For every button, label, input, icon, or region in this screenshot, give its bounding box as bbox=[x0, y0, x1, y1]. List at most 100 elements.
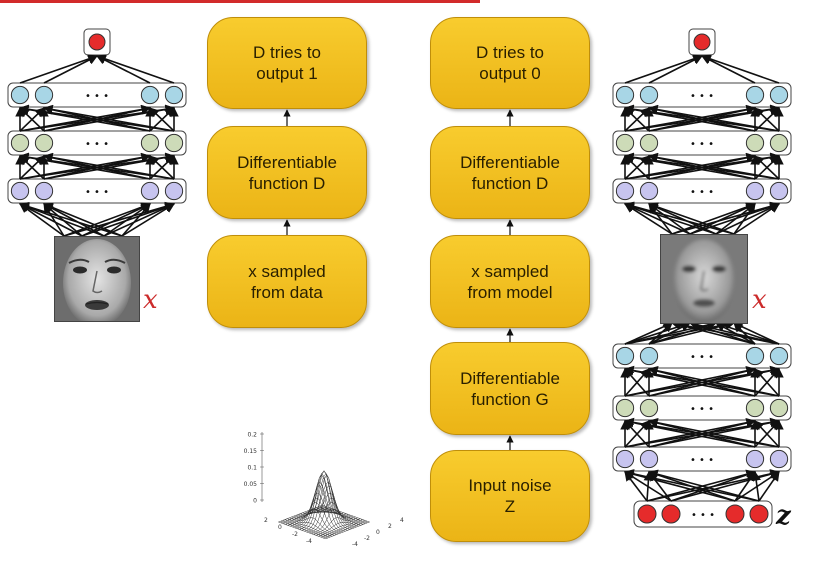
y-tick-label: 2 bbox=[264, 517, 268, 524]
output-neuron bbox=[693, 33, 711, 51]
d-output-1-label: D tries to output 1 bbox=[252, 43, 322, 83]
neuron bbox=[164, 85, 184, 105]
hidden-layer-2: • • • bbox=[7, 130, 187, 156]
layer-connections bbox=[15, 152, 179, 180]
layer-ellipsis: • • • bbox=[85, 139, 109, 150]
differentiable-d-real-box: Differentiable function D bbox=[207, 126, 367, 219]
neuron bbox=[769, 449, 789, 469]
neuron bbox=[164, 133, 184, 153]
mesh-line bbox=[320, 520, 365, 538]
connection-arrow bbox=[648, 322, 673, 345]
connection-arrow bbox=[671, 202, 756, 235]
input-noise-box: Input noise Z bbox=[430, 450, 590, 542]
y-tick-label: 0 bbox=[278, 524, 282, 531]
x-from-model-box: x sampled from model bbox=[430, 235, 590, 328]
connection-arrow bbox=[624, 54, 703, 84]
layer-connections bbox=[620, 152, 784, 180]
neuron bbox=[639, 181, 659, 201]
neuron bbox=[769, 346, 789, 366]
mesh-line bbox=[318, 519, 363, 537]
y-tick-label: -2 bbox=[292, 531, 298, 538]
mesh-line bbox=[278, 521, 326, 540]
neuron bbox=[639, 398, 659, 418]
connection-arrow bbox=[754, 155, 780, 180]
differentiable-d-fake-box: Differentiable function D bbox=[430, 126, 590, 219]
output-node bbox=[83, 28, 111, 56]
layer-connections bbox=[19, 201, 175, 237]
connection-arrow bbox=[754, 420, 780, 448]
connection-arrow bbox=[671, 201, 780, 235]
layer-connections bbox=[620, 104, 784, 132]
hidden-layer-1: • • • bbox=[7, 82, 187, 108]
connection-arrow bbox=[648, 152, 780, 180]
x-tick-label: -4 bbox=[352, 541, 358, 548]
mesh-line bbox=[293, 497, 342, 534]
x-from-data-label: x sampled from data bbox=[248, 261, 326, 302]
mesh-line bbox=[316, 518, 361, 536]
connection-arrow bbox=[103, 203, 175, 237]
g-hidden-layer-1: • • • bbox=[612, 343, 792, 369]
neuron bbox=[615, 398, 635, 418]
connection-arrow bbox=[648, 417, 780, 448]
gaussian-mesh bbox=[278, 470, 370, 540]
layer-connections bbox=[620, 365, 784, 397]
d-hidden-layer-2: • • • bbox=[612, 130, 792, 156]
layer-ellipsis: • • • bbox=[85, 187, 109, 198]
layer-ellipsis: • • • bbox=[690, 404, 714, 415]
neuron bbox=[769, 181, 789, 201]
neuron bbox=[615, 449, 635, 469]
connection-arrow bbox=[19, 203, 83, 237]
mesh-line bbox=[287, 518, 335, 536]
neuron bbox=[745, 181, 765, 201]
layer-ellipsis: • • • bbox=[691, 510, 715, 521]
d-output-node bbox=[688, 28, 716, 56]
connection-arrow bbox=[624, 469, 760, 502]
generated-x-label: x bbox=[752, 285, 767, 315]
connection-arrow bbox=[670, 470, 756, 502]
connection-arrow bbox=[43, 203, 105, 237]
connection-arrow bbox=[96, 54, 175, 84]
neuron bbox=[10, 85, 30, 105]
neuron bbox=[34, 85, 54, 105]
layer-frame bbox=[7, 178, 187, 204]
noise-neuron bbox=[725, 504, 745, 524]
output-neuron bbox=[88, 33, 106, 51]
z-tick-label: 0.15 bbox=[244, 448, 258, 455]
layer-connections bbox=[624, 319, 780, 345]
neuron bbox=[140, 85, 160, 105]
neuron bbox=[615, 85, 635, 105]
input-noise-label: Input noise Z bbox=[468, 476, 552, 516]
g-hidden-layer-3: • • • bbox=[612, 446, 792, 472]
layer-frame bbox=[612, 395, 792, 421]
x-from-data-box: x sampled from data bbox=[207, 235, 367, 328]
mesh-line bbox=[295, 485, 344, 533]
mesh-line bbox=[313, 517, 358, 535]
neuron bbox=[745, 85, 765, 105]
connection-arrow bbox=[689, 320, 780, 345]
connection-arrow bbox=[754, 368, 780, 397]
connection-arrow bbox=[121, 203, 151, 237]
connection-arrow bbox=[43, 152, 175, 180]
x-tick-label: 0 bbox=[376, 529, 380, 536]
d-output-0-box: D tries to output 0 bbox=[430, 17, 590, 109]
connection-arrow bbox=[43, 104, 175, 132]
connection-arrow bbox=[758, 471, 780, 502]
neuron bbox=[745, 449, 765, 469]
mesh-line bbox=[311, 509, 356, 534]
layer-ellipsis: • • • bbox=[690, 91, 714, 102]
connection-arrow bbox=[43, 202, 123, 237]
connection-arrow bbox=[715, 321, 780, 345]
neuron bbox=[639, 346, 659, 366]
connection-arrow bbox=[648, 202, 735, 235]
layer-connections bbox=[15, 104, 179, 132]
connection-arrow bbox=[648, 55, 703, 84]
connection-arrow bbox=[648, 104, 780, 132]
neuron bbox=[10, 181, 30, 201]
z-tick-label: 0 bbox=[253, 498, 257, 505]
neuron bbox=[745, 346, 765, 366]
differentiable-g-box: Differentiable function G bbox=[430, 342, 590, 435]
connection-arrow bbox=[43, 55, 98, 84]
connection-arrow bbox=[648, 469, 760, 502]
neuron bbox=[745, 133, 765, 153]
